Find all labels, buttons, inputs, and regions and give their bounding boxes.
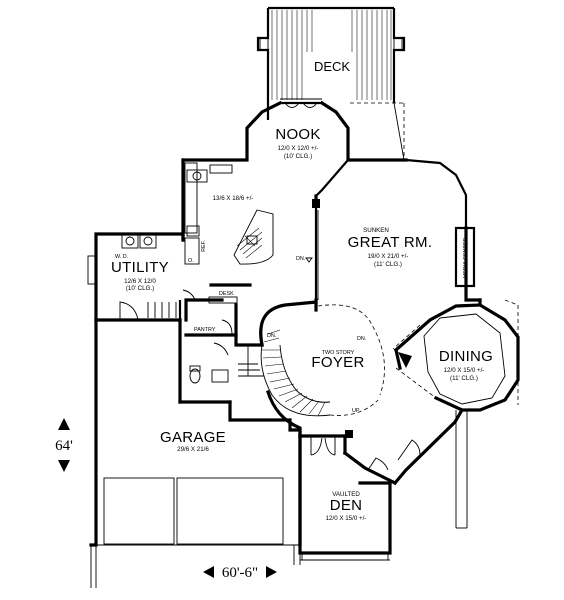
foyer: TWO STORY FOYER UP DN. DN. bbox=[259, 300, 385, 456]
nook-size: 12/0 X 12/0 +/- bbox=[278, 145, 319, 152]
width-dimension-label: 60'-6" bbox=[222, 565, 258, 581]
depth-dimension: 64' bbox=[55, 418, 73, 472]
den-label: DEN bbox=[330, 497, 363, 514]
dining-label: DINING bbox=[439, 348, 493, 365]
garage-size: 29/6 X 21/6 bbox=[177, 446, 209, 453]
dining-walls: DINING 12/0 X 15/0 +/- (11' CLG.) bbox=[392, 298, 520, 412]
utility-size: 12/6 X 12/0 bbox=[124, 278, 156, 285]
dining-dn-label: DN. bbox=[357, 336, 366, 342]
great-room-dn-label: DN. bbox=[296, 256, 305, 262]
utility: W. D. UTILITY 12/6 X 12/0 (10' CLG.) bbox=[87, 232, 196, 322]
depth-dimension-label: 64' bbox=[55, 438, 73, 454]
deck-label: DECK bbox=[314, 59, 350, 74]
great-room-prefix: SUNKEN bbox=[363, 227, 389, 234]
deck-area: DECK bbox=[256, 6, 406, 161]
width-dimension: 60'-6" bbox=[203, 565, 277, 581]
great-room-size: 19/0 X 21/0 +/- bbox=[368, 253, 409, 260]
foyer-label: FOYER bbox=[311, 354, 364, 371]
foyer-up-label: UP bbox=[352, 408, 360, 414]
great-room-ceiling: (11' CLG.) bbox=[374, 261, 402, 268]
great-room-walls: SUNKEN GREAT RM. 19/0 X 21/0 +/- (11' CL… bbox=[296, 158, 482, 312]
foyer-prefix: TWO STORY bbox=[322, 350, 355, 356]
pantry-label: PANTRY bbox=[194, 327, 216, 333]
garage: GARAGE 29/6 X 21/6 bbox=[89, 318, 302, 588]
desk-label: DESK bbox=[219, 291, 234, 297]
den: VAULTED DEN 12/0 X 15/0 +/- bbox=[298, 407, 468, 561]
ref-label: REF. bbox=[201, 240, 207, 252]
nook-walls: NOOK 12/0 X 12/0 +/- (10' CLG.) bbox=[181, 98, 408, 162]
pantry-area: DESK PANTRY bbox=[178, 291, 264, 404]
media-center-label: MEDIA CENTER bbox=[463, 238, 469, 279]
dining-ceiling: (11' CLG.) bbox=[450, 375, 478, 382]
nook-ceiling: (10' CLG.) bbox=[284, 153, 312, 160]
oven-label: O. bbox=[188, 258, 194, 264]
dining-size: 12/0 X 15/0 +/- bbox=[444, 367, 485, 374]
kitchen: REF. O. 13/6 X 18/6 +/- bbox=[181, 158, 274, 287]
nook-label: NOOK bbox=[275, 126, 320, 143]
utility-appliance-labels: W. D. bbox=[115, 254, 128, 260]
den-prefix: VAULTED bbox=[332, 491, 360, 498]
kitchen-size: 13/6 X 18/6 +/- bbox=[213, 195, 254, 202]
foyer-dn-label: DN. bbox=[267, 333, 276, 339]
garage-label: GARAGE bbox=[160, 429, 226, 446]
den-size: 12/0 X 15/0 +/- bbox=[326, 515, 367, 522]
utility-label: UTILITY bbox=[111, 259, 169, 276]
great-room-label: GREAT RM. bbox=[348, 234, 433, 251]
utility-ceiling: (10' CLG.) bbox=[126, 285, 154, 292]
